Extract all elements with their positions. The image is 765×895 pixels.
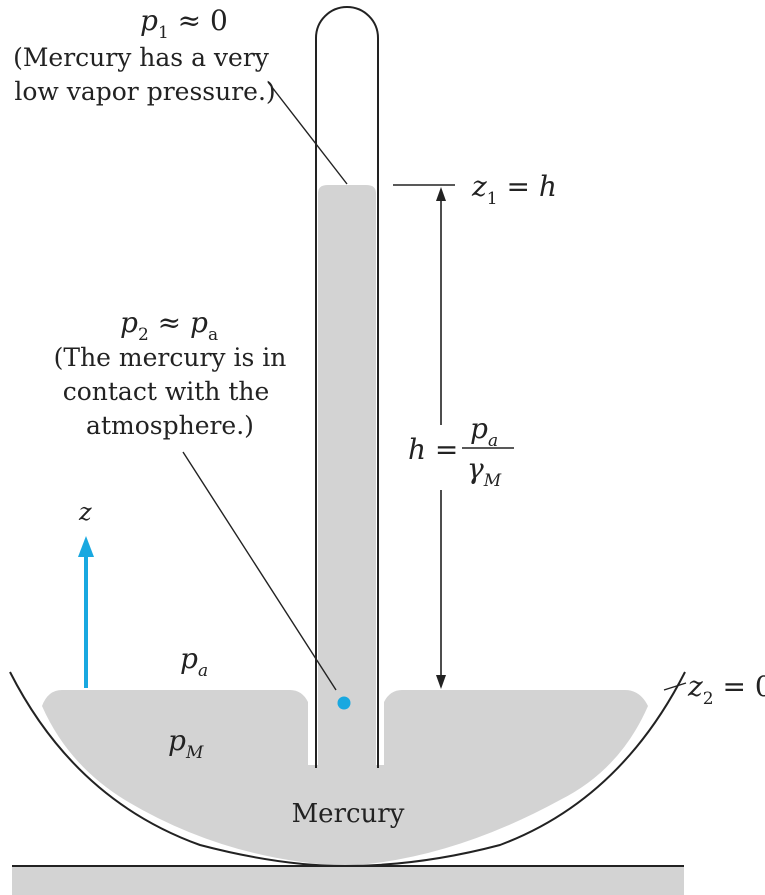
z2-label: z2 = 0 (687, 670, 765, 709)
vapor-pressure-note-line1: (Mercury has a very (13, 43, 270, 72)
pa-label: pa (180, 642, 208, 681)
dish-outline (9, 671, 686, 868)
vapor-pressure-leader (267, 81, 348, 185)
z-axis-label: z (78, 498, 92, 526)
mercury-column (318, 185, 376, 770)
mercury-label: Mercury (292, 799, 405, 829)
z1-label: z1 = h (471, 170, 557, 209)
contact-note-line3: atmosphere.) (86, 411, 254, 440)
z-axis-arrowhead (78, 536, 94, 557)
mercury-pool (42, 690, 648, 866)
tube-outline (315, 6, 379, 768)
point-2-marker (337, 696, 351, 710)
vapor-pressure-note-line2: low vapor pressure.) (14, 77, 275, 106)
pM-label: pM (168, 724, 204, 763)
p1-label: p1 ≈ 0 (140, 4, 228, 43)
height-arrowhead-up (436, 187, 446, 201)
height-formula-numerator: pa (470, 412, 498, 451)
p2-label: p2 ≈ pa (120, 306, 218, 345)
contact-leader (182, 451, 337, 691)
ground-base (12, 866, 684, 895)
height-formula-lhs: h = (408, 433, 458, 466)
height-arrowhead-down (436, 675, 446, 689)
contact-note-line2: contact with the (63, 377, 270, 406)
height-formula-denominator: γM (467, 452, 502, 491)
z2-leader (663, 682, 687, 691)
contact-note-line1: (The mercury is in (54, 343, 287, 372)
